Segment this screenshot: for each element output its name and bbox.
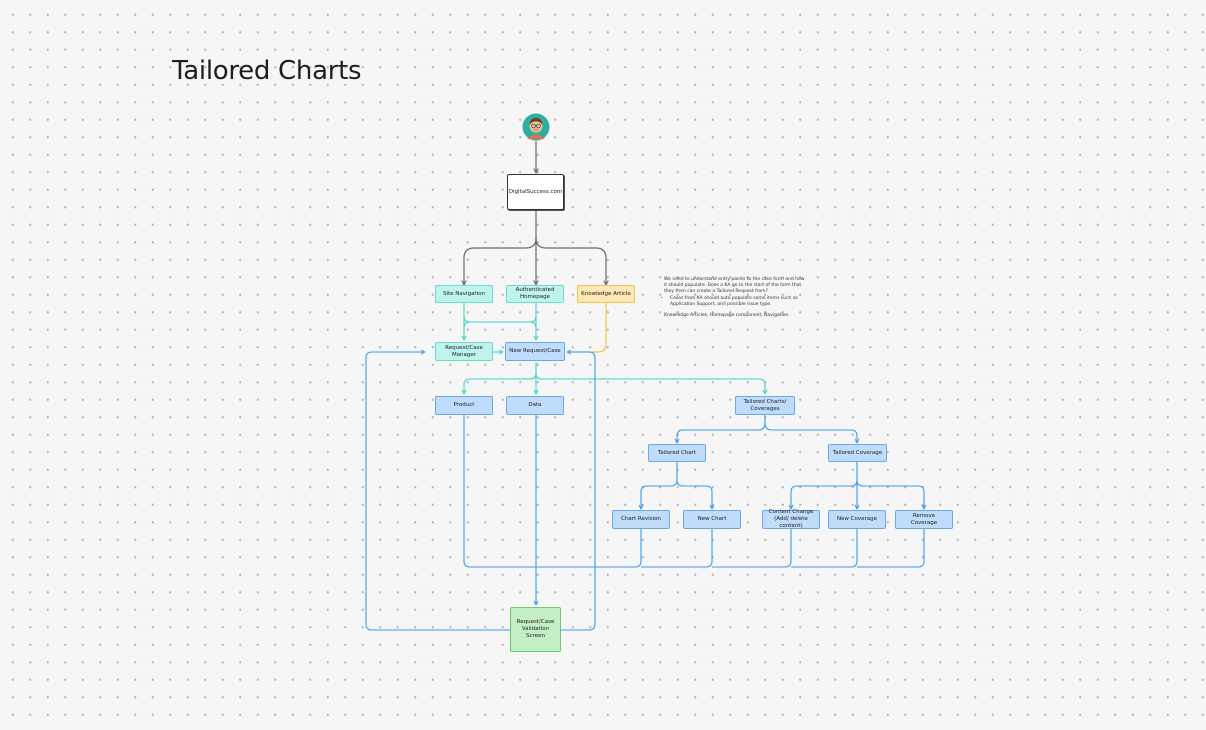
node-label: Tailored Coverage [832,449,883,456]
connector-tc-split-left [677,415,766,443]
node-digital-success[interactable]: DigitalSuccess.com [507,174,564,210]
avatar-icon [522,113,550,141]
connector-chart-split-left [641,462,678,509]
node-tailored-charts-coverages[interactable]: Tailored Charts/ Coverages [735,396,795,415]
connector-cov-split-right [856,479,924,509]
connector-chart-split-right [676,479,712,509]
node-label: Chart Revision [621,516,661,522]
board-title: Tailored Charts [172,56,362,86]
connector-leaf-revision [536,529,642,568]
connector-site-entry-right [535,237,606,285]
node-label: Knowledge Article [581,290,631,297]
connector-leaf-newcov [791,529,858,568]
node-validation-screen[interactable]: Request/Case Validation Screen [510,607,561,652]
connector-tc-split-right [764,422,857,443]
node-label: New Request/Case [509,348,561,354]
note-list: Cases from KA should auto populate some … [664,296,806,308]
connector-cross-2 [463,315,537,329]
node-label: Tailored Charts/ Coverages [743,398,787,412]
connector-validation-to-manager [365,352,510,631]
note-bullet: Cases from KA should auto populate some … [670,296,806,308]
connector-validation-to-new [561,352,596,631]
connector-leaf-remove [857,529,925,568]
node-request-case-manager[interactable]: Request/Case Manager [435,342,493,361]
node-remove-coverage[interactable]: Remove Coverage [895,510,953,529]
note-paragraph: We need to understand entry points to th… [664,277,805,294]
node-label: Content Change (Add/ delete content) [768,509,814,529]
node-label: DigitalSuccess.com [508,188,563,195]
node-label: New Chart [697,516,727,522]
node-site-navigation[interactable]: Site Navigation [435,285,493,303]
node-label: Remove Coverage [910,512,938,526]
connector-knowledge-to-new [567,303,607,353]
connector-cov-split-left [791,462,858,509]
connector-leaf-newchart [641,529,713,568]
node-authenticated-homepage[interactable]: Authenticated Homepage [506,285,564,303]
connector-branch-tailored [535,372,765,394]
node-content-change[interactable]: Content Change (Add/ delete content) [762,509,820,529]
node-label: Tailored Chart [657,449,697,456]
node-label: Data [528,402,542,408]
node-knowledge-article[interactable]: Knowledge Article [577,285,635,303]
node-label: Authenticated Homepage [515,287,555,300]
node-new-request-case[interactable]: New Request/Case [505,342,565,361]
node-chart-revision[interactable]: Chart Revision [612,510,670,529]
node-new-chart[interactable]: New Chart [683,510,741,529]
connector-site-entry-left [464,211,537,285]
connector-product-down [463,415,536,568]
node-new-coverage[interactable]: New Coverage [828,510,886,529]
note-footer: Knowledge Articles, Homepage component, … [664,313,790,318]
node-label: Site Navigation [443,290,485,297]
node-label: New Coverage [836,516,878,522]
node-label: Request/Case Manager [445,344,483,358]
node-label: Product [453,402,475,408]
node-tailored-chart[interactable]: Tailored Chart [648,444,706,462]
connector-branch-product [464,372,537,394]
node-product[interactable]: Product [435,396,493,415]
node-label: Request/Case Validation Screen [516,619,555,639]
node-data[interactable]: Data [506,396,564,415]
node-tailored-coverage[interactable]: Tailored Coverage [828,444,887,462]
connector-leaf-content [712,529,792,568]
note-text: We need to understand entry points to th… [664,277,806,320]
